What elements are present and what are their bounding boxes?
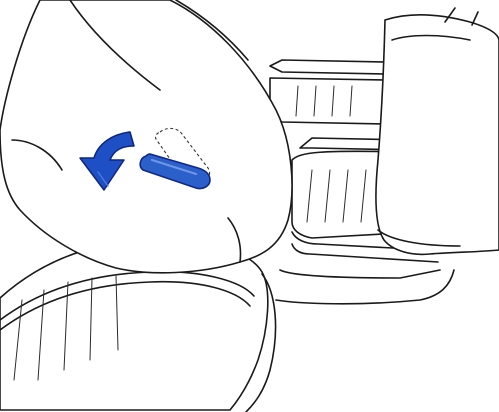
- front-seat-backrest: [0, 0, 292, 273]
- right-seat-back: [376, 8, 499, 254]
- rear-upper-cushion: [270, 60, 398, 124]
